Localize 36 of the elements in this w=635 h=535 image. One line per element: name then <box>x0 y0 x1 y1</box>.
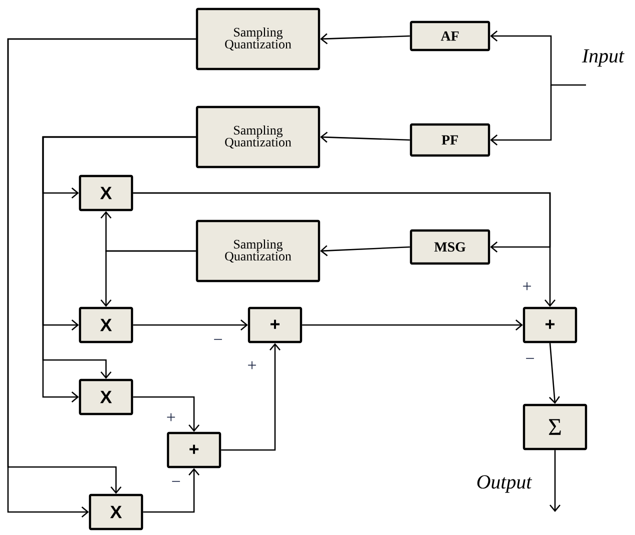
operator-box: + <box>248 306 302 344</box>
filter-box: PF <box>410 123 490 157</box>
arrow <box>490 85 552 146</box>
edge-label: Input <box>580 48 626 68</box>
sampling-box: Sampling Quantization <box>196 8 320 70</box>
arrow <box>320 245 410 256</box>
sign-label: + <box>167 413 175 422</box>
arrow <box>133 192 551 252</box>
arrow <box>221 343 280 451</box>
operator-box: + <box>522 306 578 344</box>
sum-box: Σ <box>522 404 588 450</box>
sign-label: − <box>172 480 180 482</box>
operator-box: X <box>78 306 134 344</box>
arrow <box>133 320 248 330</box>
sign-label: − <box>214 338 222 340</box>
edge-label: Output <box>475 474 533 494</box>
operator-box: X <box>78 174 134 212</box>
sign-label: + <box>248 361 256 370</box>
filter-box: AF <box>410 20 490 52</box>
filter-box: MSG <box>410 229 490 265</box>
arrow <box>133 396 200 432</box>
sampling-box: Sampling Quantization <box>196 106 320 168</box>
operator-box: + <box>166 432 222 468</box>
arrow <box>143 468 200 513</box>
arrow <box>548 343 560 404</box>
arrow <box>100 250 196 307</box>
arrow <box>302 320 523 330</box>
sign-label: − <box>526 358 534 359</box>
arrow <box>320 132 410 143</box>
operator-box: X <box>88 494 144 530</box>
sampling-box: Sampling Quantization <box>196 220 320 282</box>
operator-box: X <box>78 378 134 416</box>
arrow <box>490 30 586 86</box>
arrow <box>550 450 560 512</box>
sign-label: + <box>523 282 531 290</box>
arrow <box>320 33 410 44</box>
